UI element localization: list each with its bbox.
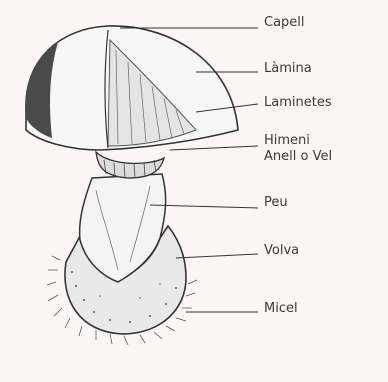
label-lamina: Làmina	[264, 62, 312, 76]
label-anell-vel: Anell o Vel	[264, 150, 332, 164]
label-laminetes: Laminetes	[264, 96, 332, 110]
label-peu: Peu	[264, 196, 288, 210]
label-volva: Volva	[264, 244, 299, 258]
label-micell: Micel	[264, 302, 298, 316]
label-himeni: Himeni	[264, 134, 310, 148]
label-capell: Capell	[264, 16, 305, 30]
